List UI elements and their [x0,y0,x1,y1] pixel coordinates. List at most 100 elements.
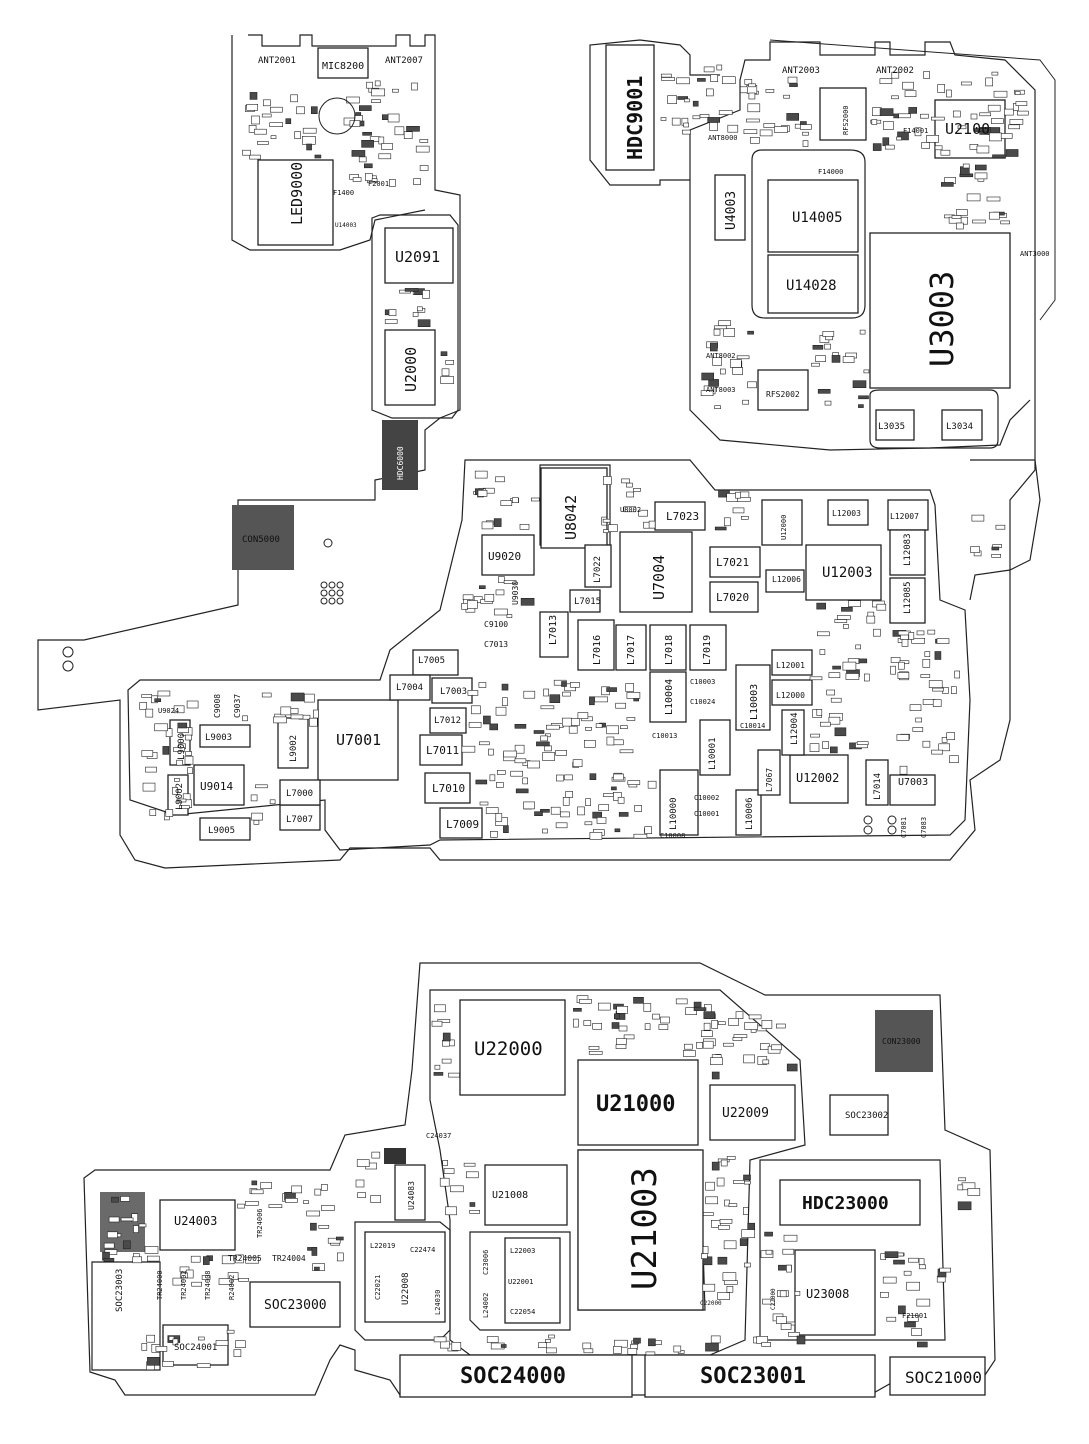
smd-pad [985,77,994,87]
smd-pad [782,1248,795,1255]
label-l7011: L7011 [426,744,459,757]
smd-pad [954,670,961,679]
smd-pad [919,1264,926,1270]
l7019-box [689,624,727,671]
smd-pad [577,712,589,719]
smd-pad [882,1276,897,1284]
smd-pad [249,92,258,100]
label-u8002: U8002 [620,506,641,514]
label-c10014: C10014 [740,722,765,730]
smd-pad [952,110,961,118]
smd-pad [623,506,637,513]
l7017-box [615,624,647,671]
smd-pad [908,1257,919,1263]
smd-pad [560,811,570,818]
smd-pad [934,651,942,660]
l7020-box [709,581,759,613]
smd-pad [142,782,156,792]
test-point [328,581,336,589]
smd-pad [1014,91,1021,95]
l7021-box [709,546,761,578]
smd-pad [832,665,841,670]
smd-pad [858,395,869,400]
rfs2002-box [757,369,809,411]
smd-pad [920,674,931,678]
smd-pad [540,808,550,813]
smd-pad [957,1201,972,1211]
smd-pad [938,743,951,752]
label-l22003: L22003 [510,1247,535,1255]
smd-pad [540,705,555,710]
smd-pad [703,66,715,73]
smd-pad [103,1258,115,1262]
label-l12006: L12006 [772,575,801,584]
label-l7003: L7003 [440,687,467,697]
smd-pad [461,745,476,753]
smd-pad [269,122,284,127]
smd-pad [561,717,572,727]
smd-pad [530,497,540,502]
smd-pad [774,126,788,133]
smd-pad [617,796,625,804]
smd-pad [415,145,430,153]
smd-pad [974,128,988,132]
smd-pad [858,658,868,664]
smd-pad [922,658,931,668]
smd-pad [514,758,527,764]
smd-pad [693,1001,702,1008]
smd-pad [703,1022,711,1031]
smd-pad [712,357,722,366]
smd-pad [644,1023,651,1031]
l12083-box [889,529,926,576]
smd-pad [416,306,423,312]
smd-pad [614,828,621,833]
smd-pad [735,1011,744,1020]
smd-pad [433,1336,447,1343]
smd-pad [336,1252,344,1262]
smd-pad [477,489,488,497]
smd-pad [714,325,727,330]
u9020-box [481,534,535,576]
smd-pad [314,1188,322,1196]
smd-pad [588,1051,603,1055]
smd-pad [562,691,571,697]
soc23002-box [829,1094,889,1136]
smd-pad [724,1199,730,1207]
smd-pad [927,629,936,635]
smd-pad [967,1188,981,1196]
smd-pad [872,143,882,151]
smd-pad [732,507,745,514]
label-c23006: C23006 [482,1250,490,1275]
l10003-box [735,664,771,731]
smd-pad [809,676,823,681]
smd-pad [613,773,624,781]
smd-pad [484,594,495,602]
smd-pad [671,117,681,126]
label-u9014: U9014 [200,780,233,793]
label-l10000: L10000 [669,797,679,830]
smd-pad [618,1025,628,1032]
smd-pad [812,344,824,350]
smd-pad [290,714,304,720]
smd-pad [890,665,896,675]
smd-pad [451,1342,462,1351]
smd-pad [448,1072,460,1078]
smd-pad [527,760,540,769]
smd-pad [141,1343,148,1351]
label-u8042: U8042 [562,495,580,540]
smd-pad [700,1253,708,1259]
smd-pad [441,1058,452,1064]
smd-pad [986,196,1001,202]
smd-pad [763,123,776,128]
smd-pad [165,809,174,817]
label-u24083: U24083 [407,1181,416,1210]
label-l10003: L10003 [749,684,760,720]
smd-pad [162,1361,174,1367]
label-u22001: U22001 [508,1278,533,1286]
l7023-box [654,501,706,531]
smd-pad [1000,220,1011,225]
smd-pad [937,84,946,93]
smd-pad [809,743,820,753]
label-ant2003: ANT2003 [782,66,820,76]
smd-pad [269,106,283,113]
